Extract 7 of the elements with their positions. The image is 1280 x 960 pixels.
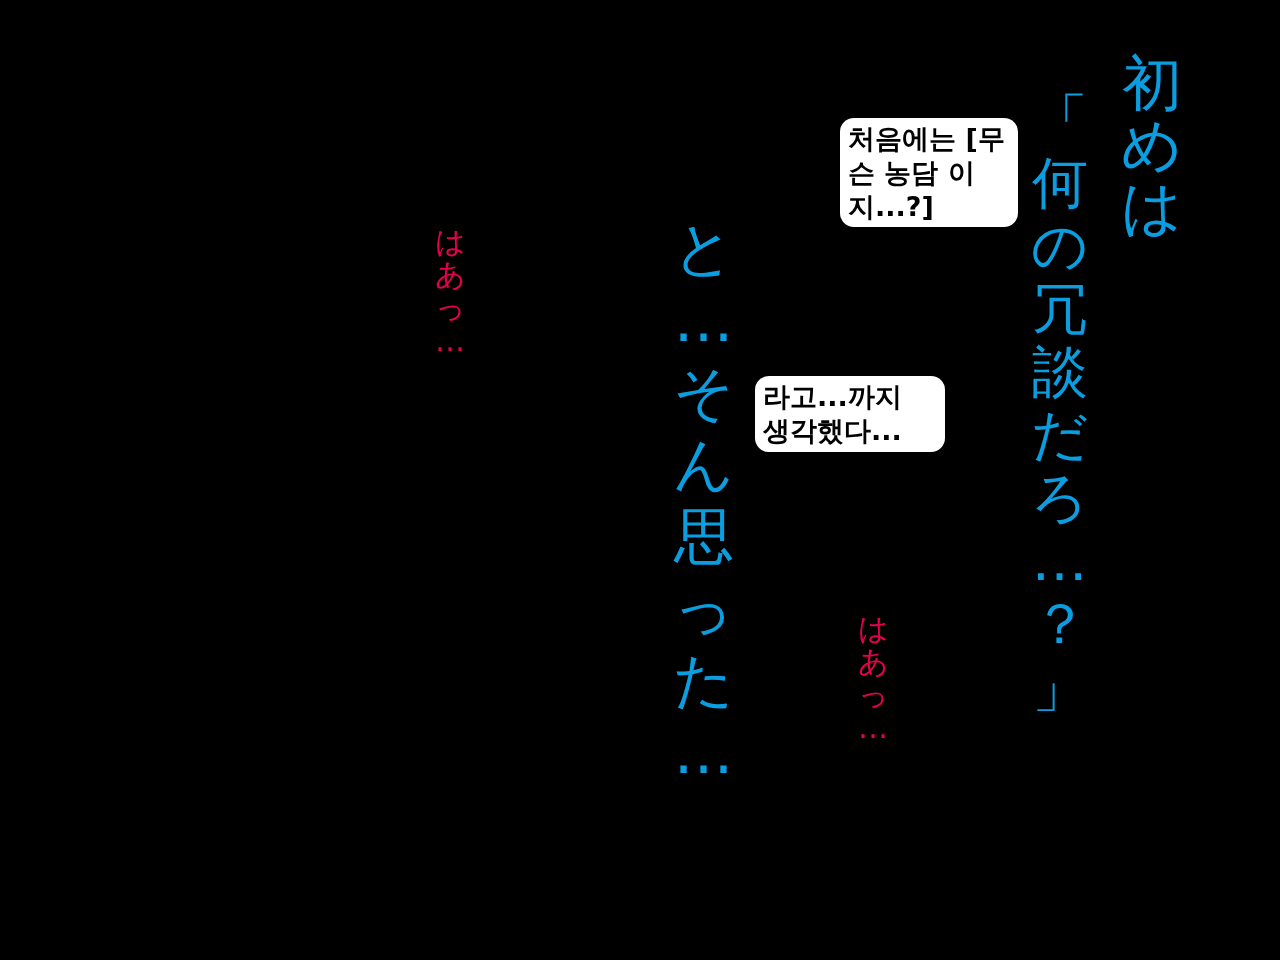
vertical-caption: と…そん思った…	[672, 212, 735, 788]
vertical-caption: 「何の冗談だろ…？」	[1030, 88, 1089, 718]
translation-bubble: 처음에는 [무슨 농담 이지...?]	[840, 118, 1018, 228]
vertical-caption: 初めは	[1120, 52, 1183, 238]
sound-effect-text: はあっ…	[857, 612, 889, 744]
sound-effect-text: はあっ…	[434, 225, 466, 357]
translation-bubble: 라고...까지 생각했다...	[755, 376, 945, 452]
